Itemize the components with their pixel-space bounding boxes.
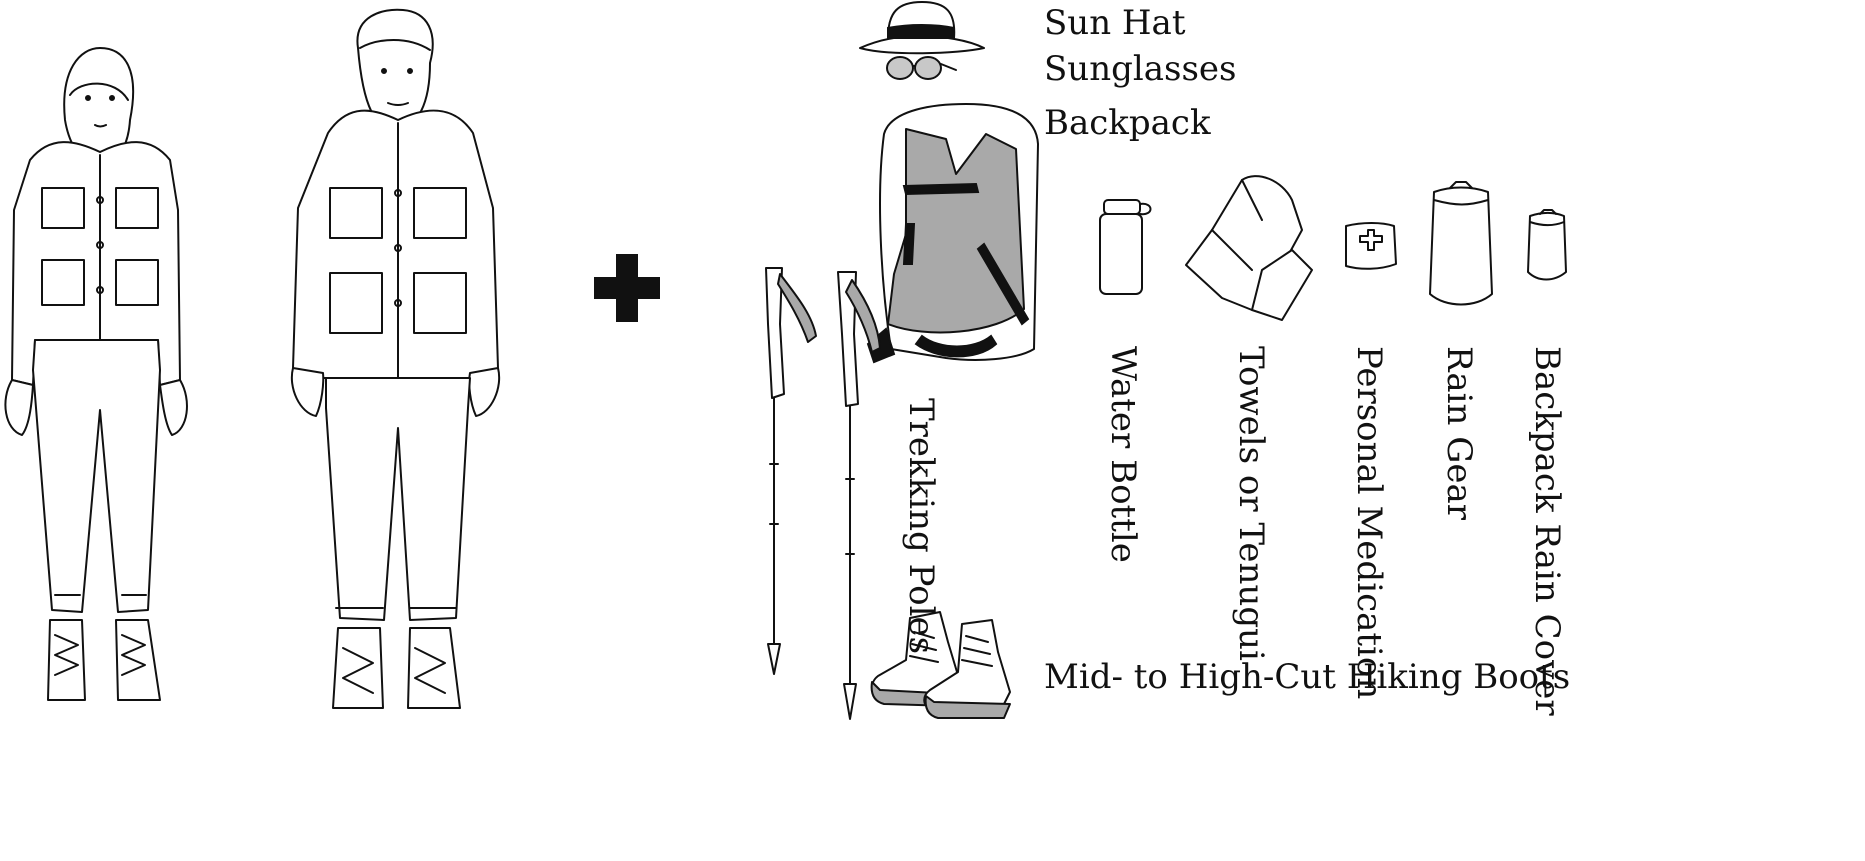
woman-hiker-figure (4, 47, 188, 701)
medication-pouch-icon (1345, 222, 1397, 270)
water-bottle-label: Water Bottle (1103, 346, 1143, 563)
towel-icon (1185, 175, 1313, 321)
sun-hat-icon (859, 1, 985, 55)
trekking-poles-label: Trekking Poles (901, 398, 941, 655)
plus-icon (594, 254, 660, 322)
rain-cover-bag-icon (1527, 209, 1567, 281)
hiking-boots-icon (870, 611, 1011, 719)
sun-hat-label: Sun Hat (1044, 3, 1186, 43)
sunglasses-icon (886, 56, 957, 80)
backpack-label: Backpack (1044, 103, 1211, 143)
backpack-rain-cover-label: Backpack Rain Cover (1527, 346, 1567, 716)
rain-gear-label: Rain Gear (1439, 346, 1479, 521)
backpack-icon (866, 103, 1039, 364)
medication-label: Personal Medication (1349, 346, 1389, 700)
rain-gear-bag-icon (1429, 181, 1493, 306)
sunglasses-label: Sunglasses (1044, 49, 1237, 89)
boots-label: Mid- to High-Cut Hiking Boots (1044, 657, 1571, 697)
towels-label: Towels or Tenugui (1231, 346, 1271, 661)
water-bottle-icon (1099, 199, 1152, 295)
man-hiker-figure (290, 8, 501, 709)
trekking-poles-icon (765, 267, 881, 720)
